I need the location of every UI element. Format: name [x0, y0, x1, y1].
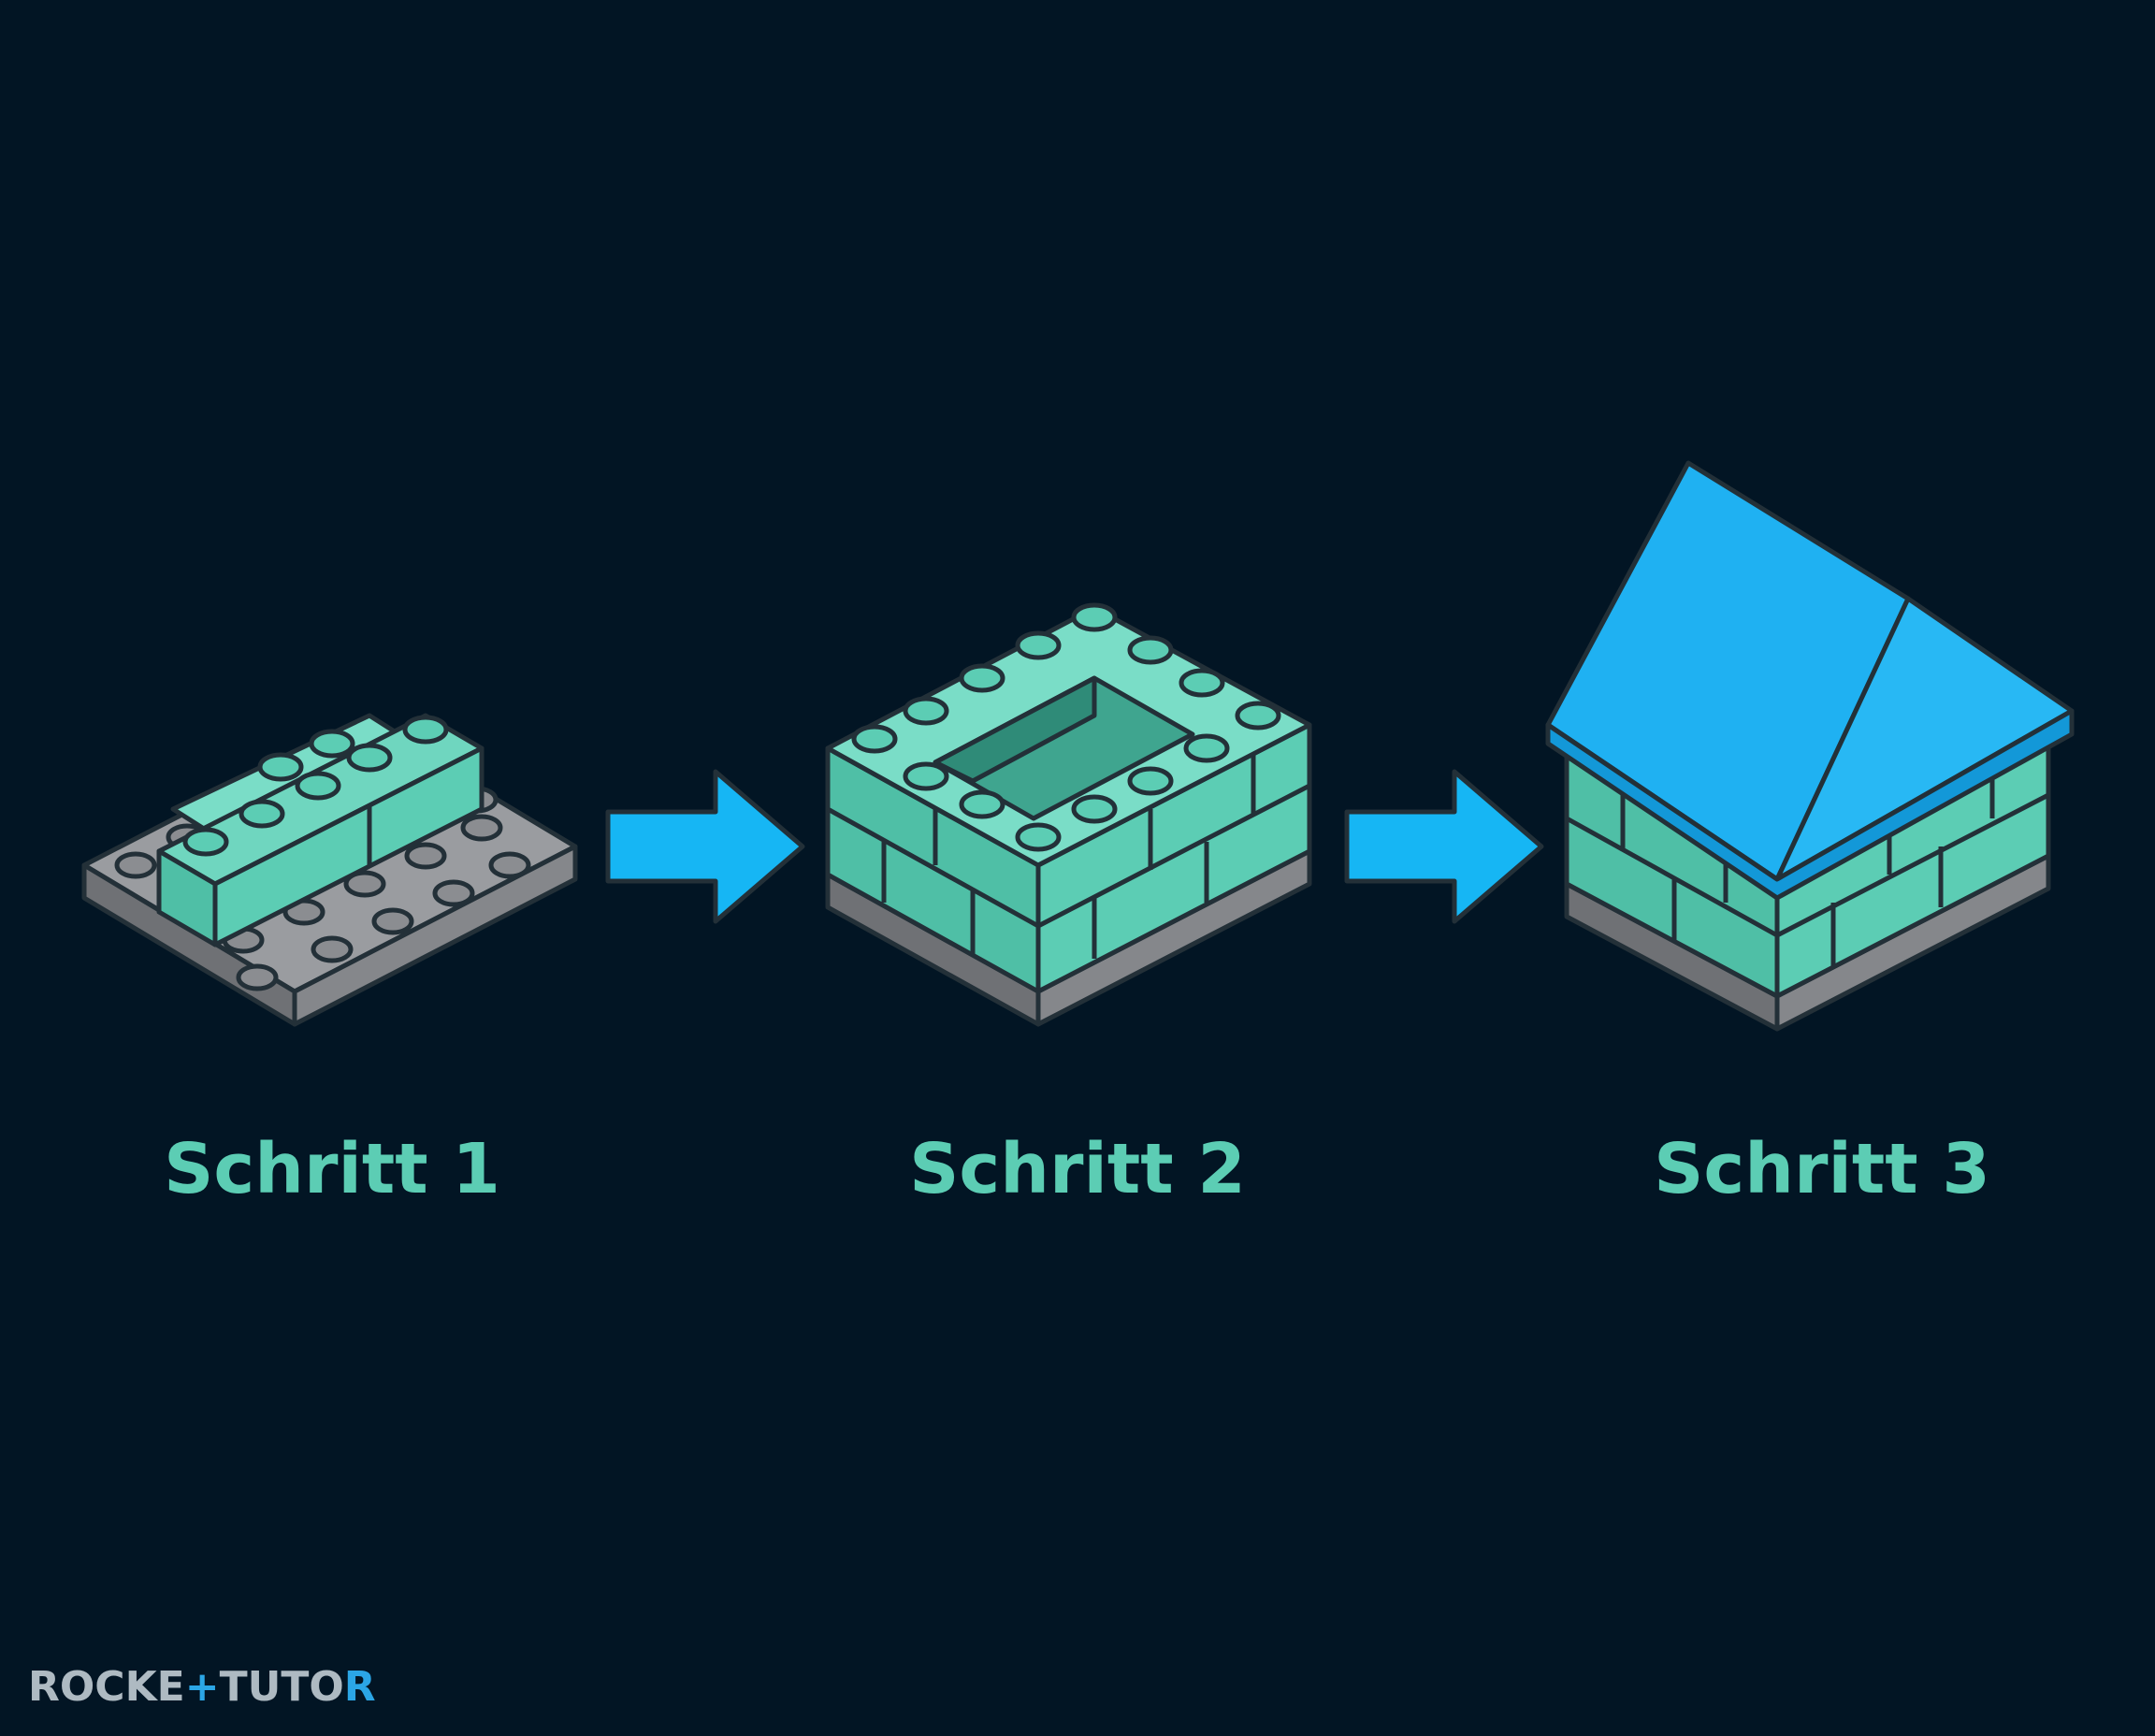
- brick-front-right: [212, 745, 485, 948]
- step-1-illustration: [81, 713, 578, 1027]
- step-1-label: Schritt 1: [164, 1129, 500, 1209]
- step-3-illustration: [1545, 460, 2075, 1032]
- box-studs: [851, 602, 1281, 852]
- step-3-label: Schritt 3: [1654, 1129, 1990, 1209]
- logo-part-2: TUTO: [220, 1663, 344, 1711]
- roof-eave: [1545, 708, 2075, 901]
- logo-rocket-icon: +: [185, 1663, 220, 1711]
- rocketutor-logo: ROCKE+TUTOR: [28, 1663, 376, 1711]
- svg-text:ROCKE+TUTOR: ROCKE+TUTOR: [28, 1663, 376, 1711]
- logo-part-1: ROCKE: [28, 1663, 185, 1711]
- baseplate-front-right: [292, 844, 578, 1027]
- arrow-2-icon: [1344, 769, 1544, 924]
- step-2-illustration: [825, 602, 1312, 1027]
- step-2-label: Schritt 2: [909, 1129, 1246, 1209]
- brick-studs: [182, 715, 449, 857]
- box-hole-inner-wall: [933, 675, 1097, 784]
- logo-r-icon: R: [344, 1663, 376, 1711]
- arrow-1-icon: [605, 769, 805, 924]
